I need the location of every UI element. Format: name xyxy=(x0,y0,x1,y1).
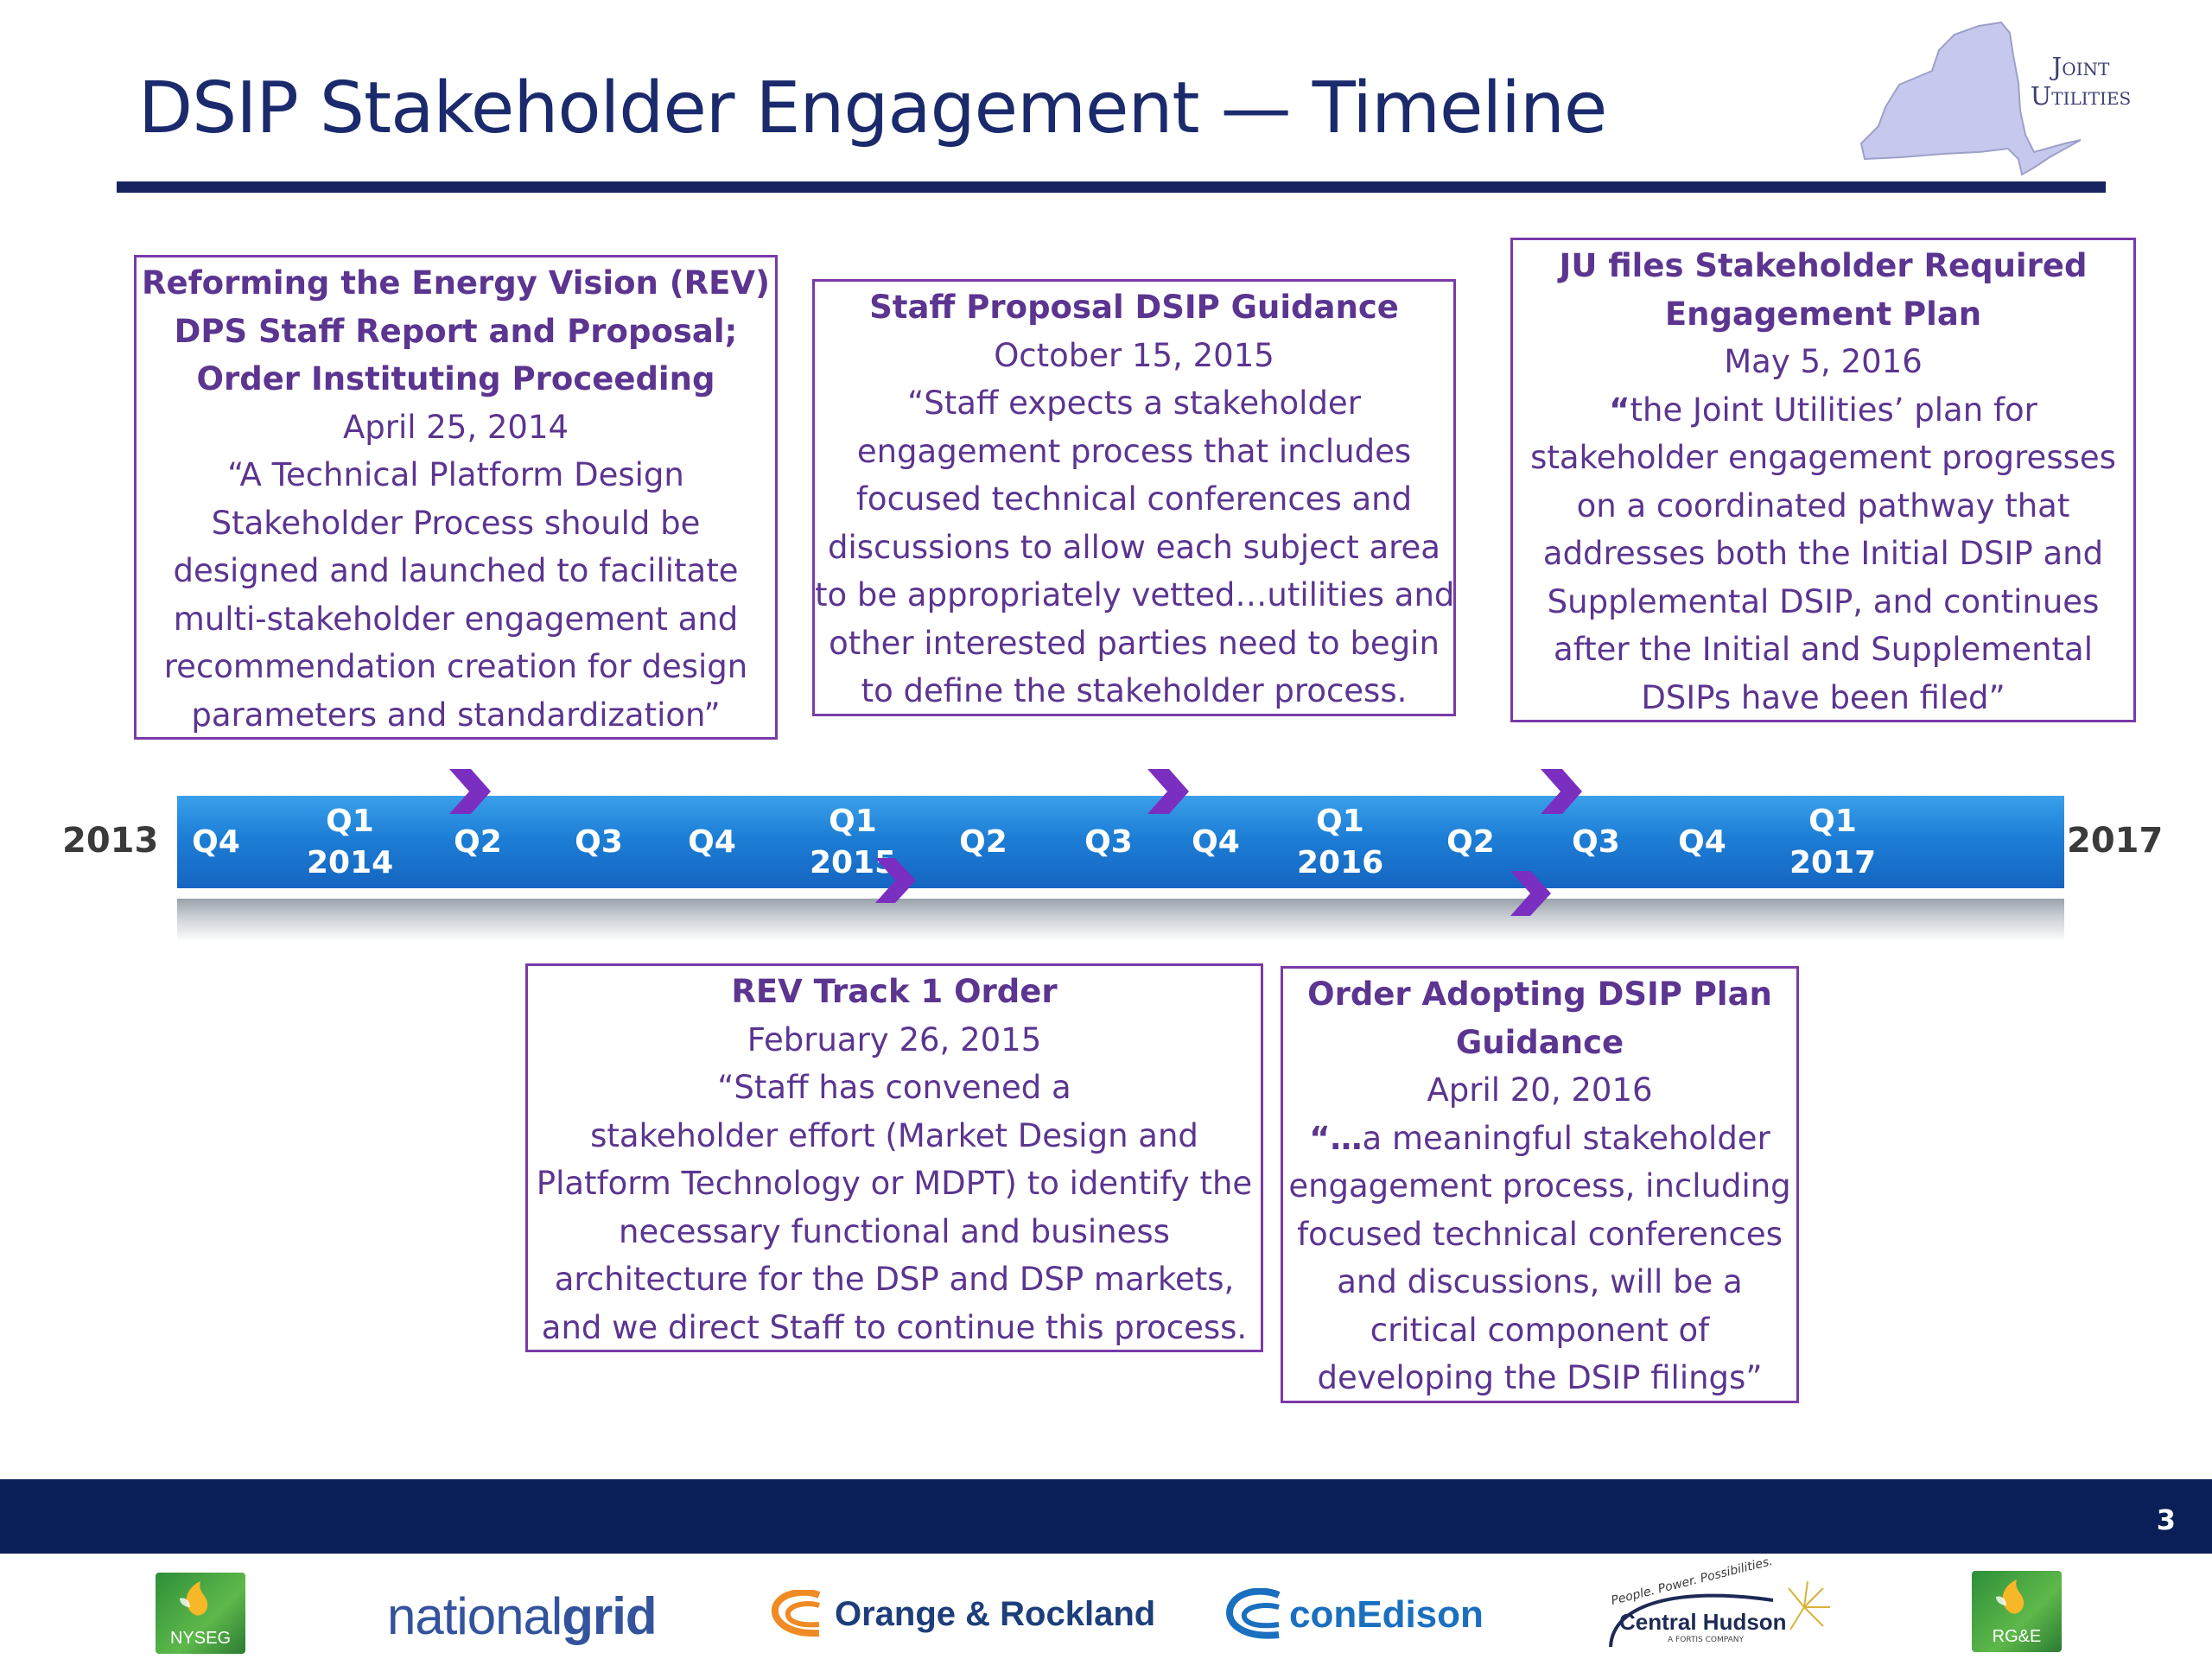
event-date: May 5, 2016 xyxy=(1724,343,1923,380)
event-quote-line: stakeholder effort (Market Design and xyxy=(590,1116,1198,1154)
timeline-end-year: 2017 xyxy=(2067,821,2164,861)
event-title-line: Order Instituting Proceeding xyxy=(196,360,715,397)
event-title-line: Engagement Plan xyxy=(1664,295,1982,333)
logo-line-utilities: Utilities xyxy=(2030,81,2132,111)
event-quote-line: designed and launched to facilitate xyxy=(173,552,739,589)
event-quote-line: focused technical conferences xyxy=(1297,1215,1783,1253)
event-box-order-adopting: Order Adopting DSIP Plan Guidance April … xyxy=(1281,966,1799,1403)
event-quote-line: recommendation creation for design xyxy=(163,648,748,685)
event-quote-line: “A Technical Platform Design xyxy=(227,456,684,493)
nyseg-logo: NYSEG xyxy=(156,1573,245,1654)
event-title-line: DPS Staff Report and Proposal; xyxy=(174,312,738,350)
event-quote-line: “the Joint Utilities’ plan for xyxy=(1513,386,2133,435)
event-quote-line: engagement process, including xyxy=(1288,1167,1791,1205)
timeline-tick: Q2 xyxy=(454,824,502,860)
event-quote-line: Platform Technology or MDPT) to identify… xyxy=(536,1165,1253,1202)
event-quote-line: multi-stakeholder engagement and xyxy=(173,600,739,638)
event-quote-line: necessary functional and business xyxy=(619,1212,1170,1250)
chevron-marker-icon xyxy=(1510,871,1551,916)
joint-utilities-logo xyxy=(1859,21,2082,176)
event-quote-line: parameters and standardization” xyxy=(191,696,721,734)
timeline-tick: Q2 xyxy=(1446,824,1495,860)
title-divider xyxy=(117,181,2106,193)
timeline-tick: Q2 xyxy=(959,824,1007,860)
event-box-staff-proposal: Staff Proposal DSIP Guidance October 15,… xyxy=(812,279,1456,716)
event-quote-line: discussions to allow each subject area xyxy=(828,528,1440,566)
event-quote-line: Stakeholder Process should be xyxy=(211,504,701,542)
event-date: April 20, 2016 xyxy=(1427,1071,1653,1109)
event-box-rev-report: Reforming the Energy Vision (REV) DPS St… xyxy=(134,255,778,740)
chevron-marker-icon xyxy=(449,769,491,814)
event-quote-line: Supplemental DSIP, and continues xyxy=(1547,582,2100,620)
event-quote-line: “Staff has convened a xyxy=(717,1069,1071,1106)
event-quote-line: “…a meaningful stakeholder xyxy=(1283,1115,1796,1163)
timeline-tick: Q4 xyxy=(688,824,736,860)
event-quote-line: addresses both the Initial DSIP and xyxy=(1542,535,2104,572)
event-quote-line: other interested parties need to begin xyxy=(829,624,1440,662)
quote-text: the Joint Utilities’ plan for xyxy=(1630,391,2037,429)
orange-rockland-mark-icon xyxy=(771,1590,821,1637)
event-title-line: Staff Proposal DSIP Guidance xyxy=(869,289,1399,326)
timeline-bar xyxy=(177,796,2064,888)
event-title-line: Reforming the Energy Vision (REV) xyxy=(142,264,770,302)
event-quote-line: after the Initial and Supplemental xyxy=(1554,631,2093,668)
flame-icon xyxy=(1996,1580,2024,1614)
timeline-tick: Q3 xyxy=(1084,824,1133,860)
event-box-track1: REV Track 1 Order February 26, 2015 “Sta… xyxy=(525,963,1263,1352)
con-edison-mark-icon xyxy=(1226,1588,1281,1639)
national-grid-logo: nationalgrid xyxy=(387,1587,658,1645)
footer-band xyxy=(0,1479,2212,1554)
chevron-marker-icon xyxy=(875,858,916,903)
timeline-tick: Q4 xyxy=(1678,824,1726,860)
event-box-ju-files: JU files Stakeholder Required Engagement… xyxy=(1510,238,2136,722)
event-quote-line: and we direct Staff to continue this pro… xyxy=(541,1308,1248,1346)
event-quote-line: engagement process that includes xyxy=(856,432,1412,470)
logo-line-joint: Joint xyxy=(2051,52,2110,81)
event-quote-line: “Staff expects a stakeholder xyxy=(907,385,1361,422)
timeline-tick: Q4 xyxy=(1192,824,1240,860)
joint-utilities-wordmark: Joint Utilities xyxy=(2020,52,2141,111)
event-date: October 15, 2015 xyxy=(994,336,1274,374)
con-edison-logo: conEdison xyxy=(1289,1593,1484,1636)
quote-open-mark: “… xyxy=(1309,1119,1363,1157)
event-quote-line: focused technical conferences and xyxy=(855,480,1413,518)
event-quote-line: DSIPs have been filed” xyxy=(1641,678,2005,716)
page-title: DSIP Stakeholder Engagement — Timeline xyxy=(138,67,1607,149)
new-york-state-shape xyxy=(1859,21,2082,176)
event-date: April 25, 2014 xyxy=(342,408,569,446)
event-quote-line: to be appropriately vetted…utilities and xyxy=(815,576,1455,613)
event-title-line: REV Track 1 Order xyxy=(731,973,1058,1010)
event-title-line: Guidance xyxy=(1455,1023,1624,1061)
orange-rockland-logo: Orange & Rockland xyxy=(835,1595,1156,1633)
page-number: 3 xyxy=(2156,1503,2176,1536)
flame-icon xyxy=(180,1581,208,1616)
central-hudson-subtitle: A FORTIS COMPANY xyxy=(1668,1636,1744,1644)
timeline-bar-shadow xyxy=(177,899,2064,942)
event-title-line: JU files Stakeholder Required xyxy=(1559,247,2088,284)
quote-open-mark: “ xyxy=(1609,391,1630,429)
event-date: February 26, 2015 xyxy=(747,1020,1042,1058)
event-quote-line: on a coordinated pathway that xyxy=(1576,486,2070,524)
event-quote-line: and discussions, will be a xyxy=(1337,1263,1743,1300)
quote-text: a meaningful stakeholder xyxy=(1362,1119,1770,1157)
rge-logo: RG&E xyxy=(1972,1571,2062,1652)
event-quote-line: critical component of xyxy=(1370,1311,1710,1349)
event-quote-line: developing the DSIP filings” xyxy=(1317,1359,1763,1396)
central-hudson-arc-icon xyxy=(1609,1580,1830,1648)
timeline-tick: Q3 xyxy=(575,824,623,860)
timeline-tick: Q4 xyxy=(192,824,240,860)
event-title-line: Order Adopting DSIP Plan xyxy=(1307,976,1772,1013)
chevron-marker-icon xyxy=(1147,769,1189,814)
chevron-marker-icon xyxy=(1541,769,1582,814)
central-hudson-logo: Central Hudson xyxy=(1619,1609,1787,1635)
timeline-start-year: 2013 xyxy=(62,821,159,861)
event-quote-line: architecture for the DSP and DSP markets… xyxy=(554,1261,1235,1298)
timeline-tick: Q3 xyxy=(1572,824,1620,860)
event-quote-line: stakeholder engagement progresses xyxy=(1530,439,2116,476)
event-quote-line: to define the stakeholder process. xyxy=(861,672,1408,709)
